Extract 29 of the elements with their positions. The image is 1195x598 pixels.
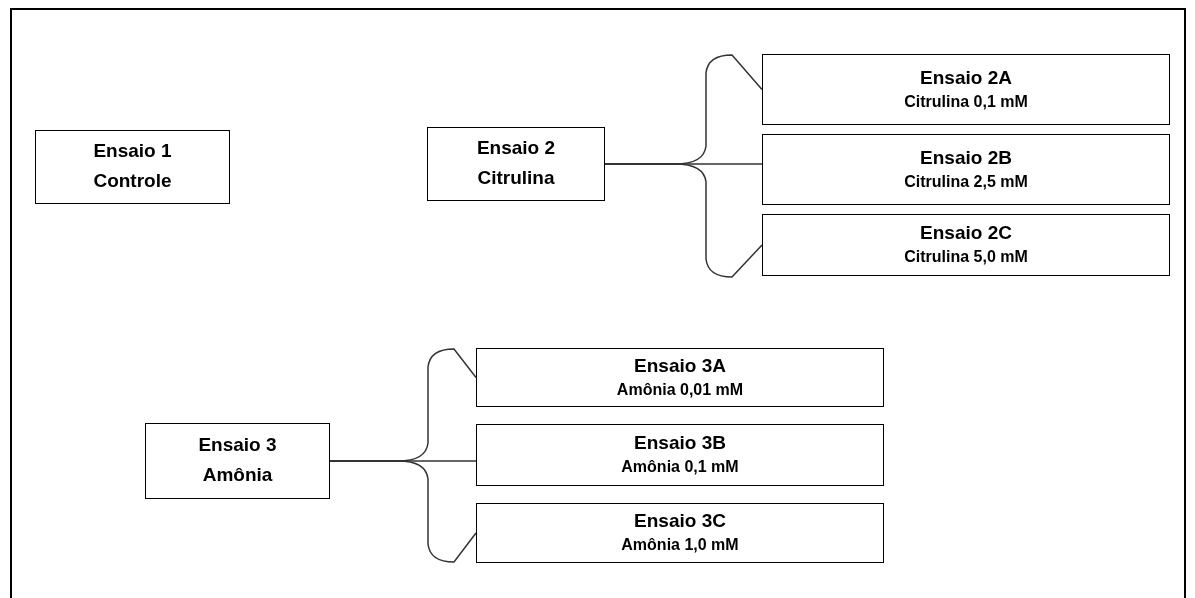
assay-box bbox=[427, 127, 605, 201]
assay-title: Ensaio 2B bbox=[920, 145, 1012, 170]
assay-box bbox=[145, 423, 330, 499]
brace-connector bbox=[604, 163, 763, 278]
assay-box bbox=[476, 503, 884, 563]
assay-title: Ensaio 3C bbox=[634, 509, 726, 533]
assay-box bbox=[476, 424, 884, 486]
assay-title: Ensaio 2C bbox=[920, 221, 1012, 245]
assay-title: Ensaio 2A bbox=[920, 65, 1012, 90]
assay-condition: Citrulina 0,1 mM bbox=[904, 91, 1028, 112]
assay-condition: Amônia 0,1 mM bbox=[621, 457, 739, 477]
assay-condition: Controle bbox=[93, 169, 172, 193]
assay-box bbox=[762, 214, 1170, 276]
assay-title: Ensaio 3B bbox=[634, 431, 726, 455]
assay-condition: Amônia 0,01 mM bbox=[616, 379, 744, 400]
assay-box bbox=[35, 130, 230, 204]
assay-condition: Citrulina bbox=[477, 166, 555, 190]
assay-title: Ensaio 1 bbox=[93, 139, 172, 163]
assay-condition: Citrulina 2,5 mM bbox=[904, 171, 1028, 192]
assay-condition: Amônia bbox=[202, 463, 273, 487]
assay-condition: Amônia 1,0 mM bbox=[621, 535, 739, 555]
brace-connector bbox=[329, 460, 477, 563]
assay-condition: Citrulina 5,0 mM bbox=[904, 247, 1028, 267]
assay-box bbox=[762, 134, 1170, 205]
assay-title: Ensaio 3A bbox=[634, 353, 726, 378]
assay-title: Ensaio 2 bbox=[476, 136, 556, 160]
assay-box bbox=[476, 348, 884, 407]
assay-box bbox=[762, 54, 1170, 125]
assay-title: Ensaio 3 bbox=[198, 433, 277, 457]
